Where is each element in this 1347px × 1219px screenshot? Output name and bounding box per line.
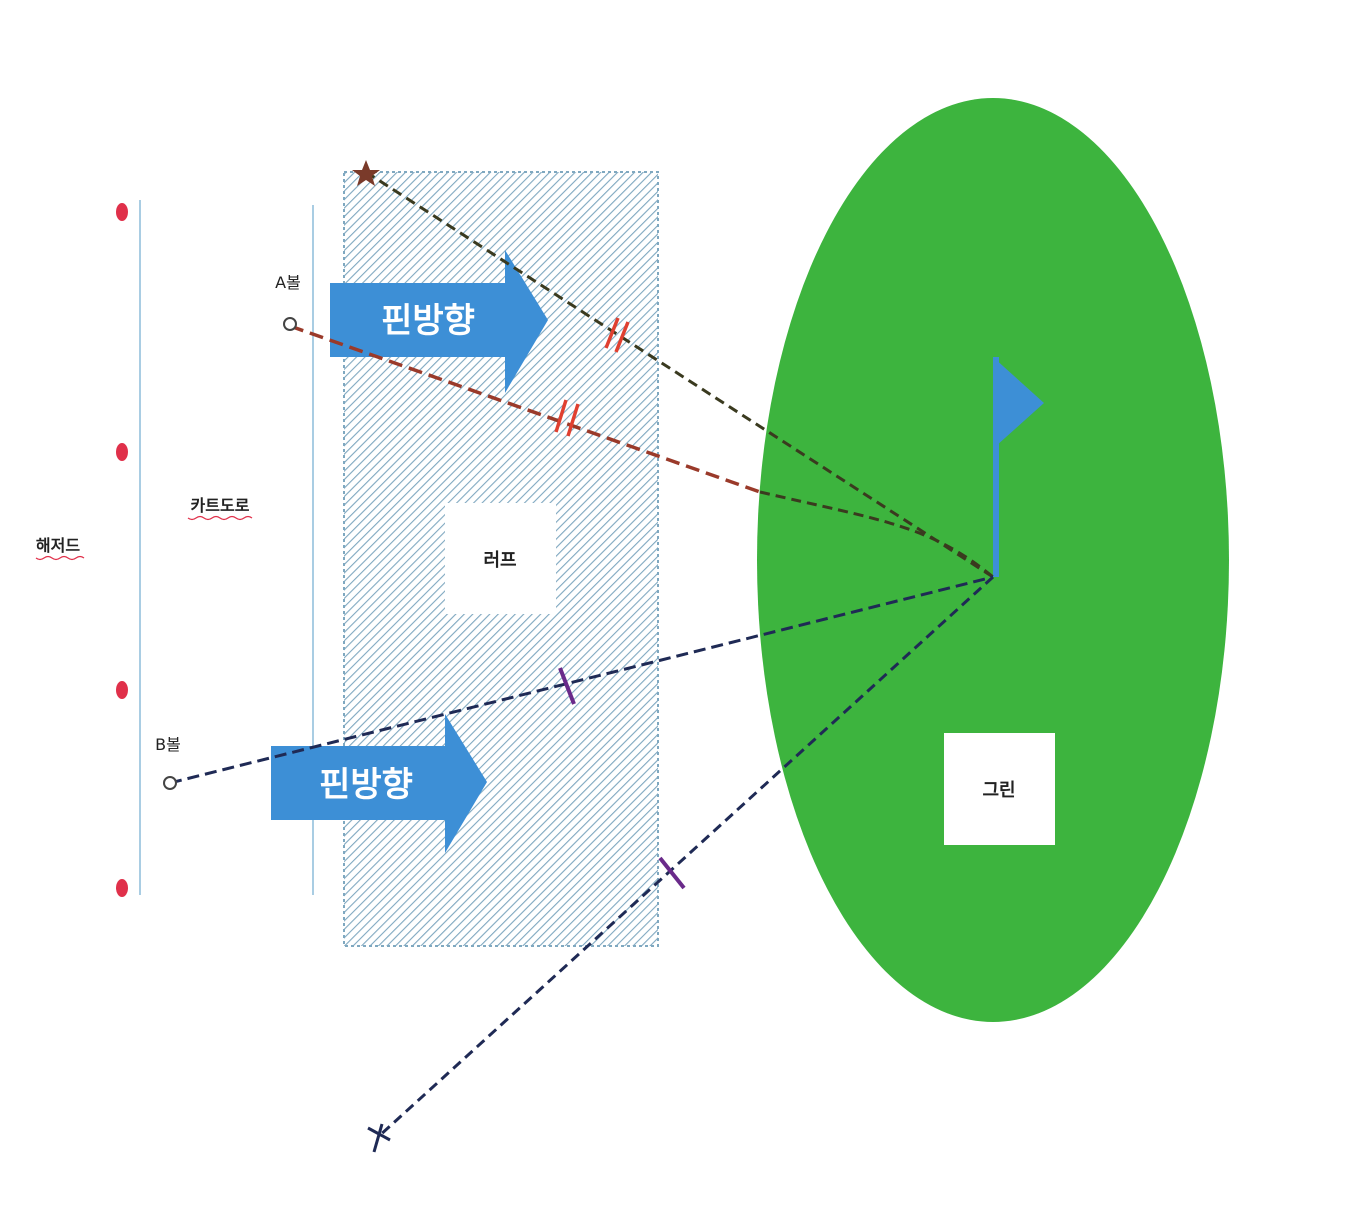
ball-b-marker	[163, 776, 177, 790]
cross-icon	[367, 1123, 391, 1153]
green-label: 그린	[982, 780, 1015, 801]
red-crossing-mark-upper	[604, 317, 630, 353]
hazard-label-underline	[35, 555, 85, 561]
ball-b-label: B볼	[155, 735, 181, 754]
cart-path-label: 카트도로	[191, 496, 250, 515]
hazard-label: 해저드	[36, 536, 80, 555]
hazard-dot	[116, 879, 128, 897]
pin-direction-arrow-top: 핀방향	[330, 250, 548, 393]
hazard-dot	[116, 443, 128, 461]
flag-icon	[993, 357, 1044, 577]
rough-label: 러프	[483, 550, 516, 571]
rough-label-box	[445, 503, 556, 614]
pin-direction-arrow-bottom: 핀방향	[271, 714, 487, 853]
hazard-markers	[116, 203, 128, 897]
ball-a-marker	[283, 317, 297, 331]
pin-to-cross-path	[376, 575, 995, 1139]
ball-b-to-pin-path	[169, 575, 994, 785]
red-crossing-mark-lower	[554, 399, 580, 437]
star-icon	[352, 160, 380, 186]
green-label-box	[944, 733, 1055, 845]
hazard-dot	[116, 203, 128, 221]
pin-direction-label-top: 핀방향	[381, 301, 475, 341]
purple-crossing-mark-lower	[658, 856, 686, 890]
cart-path-label-underline	[187, 515, 253, 521]
pin-direction-label-bottom: 핀방향	[319, 765, 413, 805]
star-to-pin-path	[365, 170, 994, 579]
ball-a-label: A볼	[275, 273, 301, 292]
purple-crossing-mark-middle	[558, 667, 576, 705]
hazard-dot	[116, 681, 128, 699]
